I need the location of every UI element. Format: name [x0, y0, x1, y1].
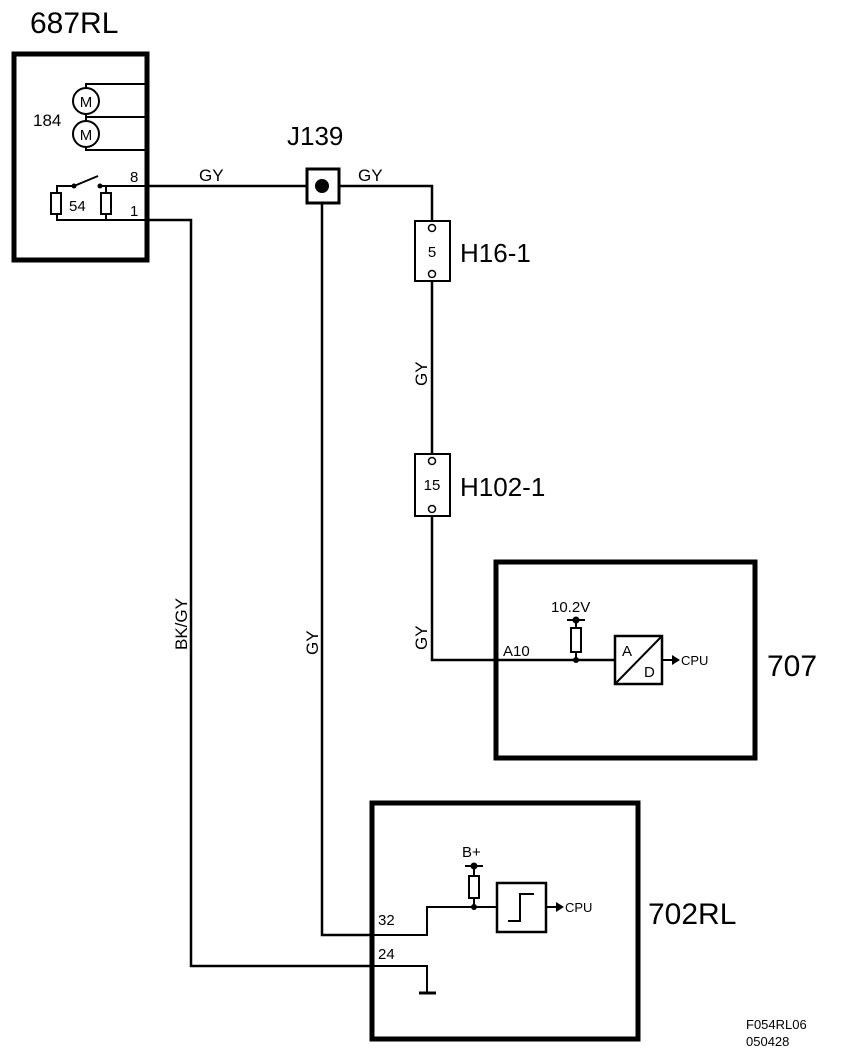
motor-wiring [85, 83, 145, 151]
pin-label-32: 32 [378, 912, 395, 929]
connector-h102-1-pin-label: 15 [424, 477, 441, 494]
component-707-cpu-label: CPU [681, 653, 708, 668]
wire-pin1-to-702-pin24 [145, 218, 372, 968]
wire-label-gy-left: GY [199, 166, 224, 185]
splice-j139-label: J139 [287, 121, 343, 151]
cpu-output-arrow-702 [556, 902, 564, 912]
component-687rl-box [11, 51, 150, 263]
connector-h102-1-pin-bottom [427, 504, 437, 514]
splice-j139: J139 [287, 121, 343, 205]
switch-contact-right [97, 183, 103, 189]
pullup-resistor [570, 627, 582, 653]
pin-label-8: 8 [130, 169, 138, 186]
wire-label-gy-right: GY [358, 166, 383, 185]
ad-converter-diagonal [614, 635, 663, 685]
wire-label-gy-h-mid: GY [412, 361, 431, 386]
motor-ref-label: 184 [33, 111, 61, 130]
connector-h16-1-pin-label: 5 [428, 244, 436, 261]
connector-h16-1: 5 H16-1 [414, 220, 531, 282]
switch-left-lead [56, 185, 72, 193]
wire-label-gy-h-low: GY [412, 625, 431, 650]
pin-label-24: 24 [378, 946, 395, 963]
component-707-label: 707 [767, 650, 817, 683]
wire-label-bkgy: BK/GY [172, 598, 191, 650]
wire-h102-to-707 [430, 516, 615, 662]
figure-code: F054RL06 [746, 1017, 807, 1032]
pin24-ground-wire [372, 965, 428, 992]
figure-date: 050428 [746, 1034, 789, 1049]
switch-ref-label: 54 [69, 198, 86, 215]
wiring [145, 184, 615, 968]
splice-j139-dot [315, 179, 329, 193]
connector-h102-1-label: H102-1 [460, 472, 545, 502]
schmitt-trigger-symbol [508, 893, 534, 922]
motor-pair: M M 184 [33, 83, 145, 151]
cpu-output-arrow [672, 655, 680, 665]
connector-h102-1-pin-top [427, 456, 437, 466]
resistor-right [100, 192, 112, 215]
schmitt-trigger-block [495, 881, 548, 934]
wire-j139-to-h16 [339, 184, 434, 221]
component-687rl-label: 687RL [30, 7, 118, 40]
component-707-voltage: 10.2V [551, 599, 590, 616]
component-687rl: 687RL M M 184 54 8 1 [11, 7, 150, 263]
connector-h16-1-pin-bottom [427, 269, 437, 279]
pin32-internal-wire [372, 906, 497, 936]
pin-label-1: 1 [130, 203, 138, 220]
component-707-pin-label: A10 [503, 643, 530, 660]
component-707: 707 10.2V A10 A D CPU [493, 559, 817, 761]
bplus-resistor [468, 875, 480, 899]
ad-converter-d: D [644, 664, 655, 681]
component-702rl-label: 702RL [648, 898, 736, 931]
motor-label-lower: M [80, 127, 93, 144]
component-702rl: 702RL B+ CPU 32 24 [369, 800, 736, 1042]
resistor-left [50, 192, 62, 215]
ad-converter-a: A [622, 643, 632, 660]
wire-j139-to-702-pin32 [320, 203, 372, 937]
motor-label-upper: M [80, 94, 93, 111]
connector-h102-1: 15 H102-1 [414, 453, 545, 517]
component-702rl-box [369, 800, 641, 1042]
component-702rl-cpu-label: CPU [565, 900, 592, 915]
switch-54: 54 [50, 175, 145, 221]
connector-h16-1-label: H16-1 [460, 238, 531, 268]
switch-blade [73, 175, 99, 187]
wire-label-gy-j-down: GY [303, 630, 322, 655]
switch-bottom-link [56, 214, 107, 221]
connector-h16-1-pin-top [427, 223, 437, 233]
component-702rl-supply: B+ [462, 844, 481, 861]
